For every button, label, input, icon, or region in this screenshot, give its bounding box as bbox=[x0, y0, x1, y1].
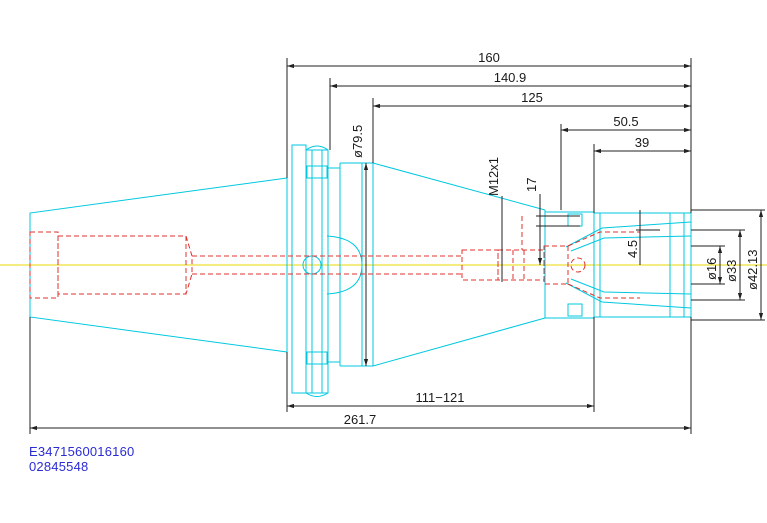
order-number: 02845548 bbox=[29, 459, 89, 474]
dim-17-label: 17 bbox=[524, 178, 539, 192]
dim-160-label: 160 bbox=[478, 50, 500, 65]
dim-4-5-label: 4.5 bbox=[625, 240, 640, 258]
dim-140-9-label: 140.9 bbox=[494, 70, 527, 85]
dim-125-label: 125 bbox=[521, 90, 543, 105]
dim-39-label: 39 bbox=[635, 135, 649, 150]
dim-261-7-label: 261.7 bbox=[344, 412, 377, 427]
dim-dia-33-label: ø33 bbox=[724, 260, 739, 282]
dim-111-121-label: 111−121 bbox=[415, 390, 464, 405]
dim-dia-42-13-label: ø42.13 bbox=[745, 250, 760, 290]
dim-dia-16-label: ø16 bbox=[704, 258, 719, 280]
holder-outline bbox=[29, 144, 692, 397]
dim-50-5-label: 50.5 bbox=[613, 114, 638, 129]
part-number: E3471560016160 bbox=[29, 444, 135, 459]
dimension-lines bbox=[29, 58, 765, 434]
dim-m12x1-label: M12x1 bbox=[486, 157, 501, 196]
internal-bore-hidden-lines bbox=[29, 216, 640, 299]
dim-dia-79-5-label: ø79.5 bbox=[350, 125, 365, 158]
